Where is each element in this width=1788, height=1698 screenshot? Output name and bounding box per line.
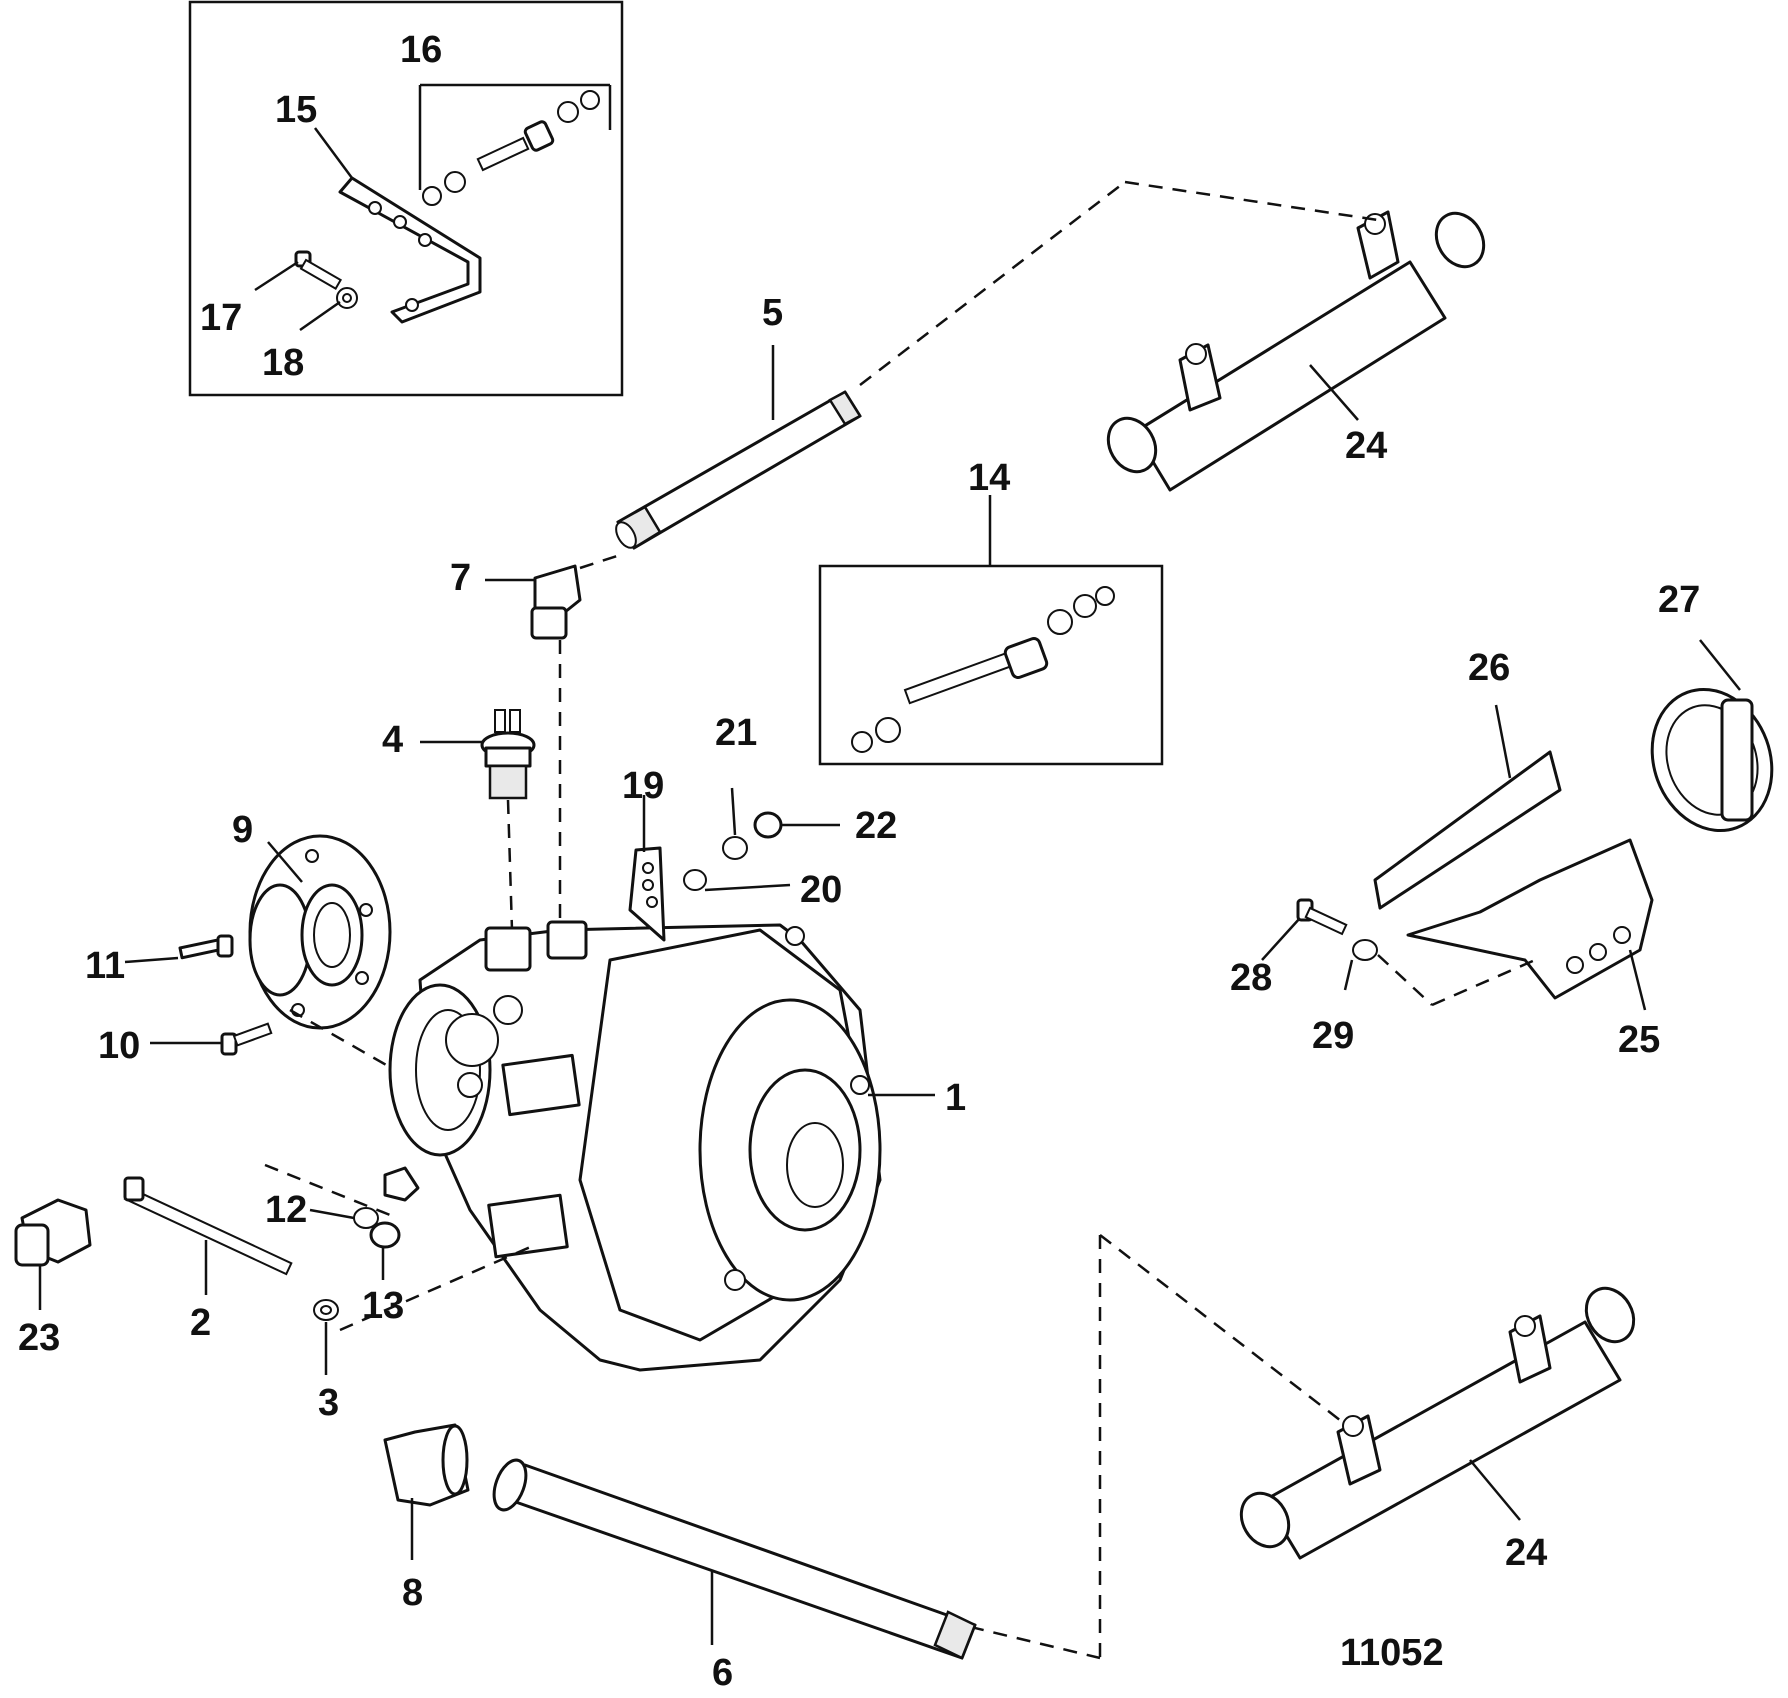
callout-10: 10: [98, 1025, 140, 1067]
callout-16: 16: [400, 29, 442, 71]
shaft-lower: [492, 1458, 977, 1660]
pressure-sender: [420, 640, 562, 931]
callout-7: 7: [450, 557, 471, 599]
inset-box-bracket: [188, 0, 624, 397]
heat-exchanger-upper: [859, 180, 1486, 492]
elbow-fitting: [485, 553, 621, 640]
callout-2: 2: [190, 1302, 211, 1344]
callout-6: 6: [712, 1652, 733, 1694]
mounting-bracket: [338, 176, 482, 324]
callout-29: 29: [1312, 1015, 1354, 1057]
small-hardware: [14, 1163, 536, 1375]
callout-22: 22: [855, 805, 897, 847]
bracket-assembly-right: [1261, 639, 1774, 1011]
callout-8: 8: [402, 1572, 423, 1614]
callout-23: 23: [18, 1317, 60, 1359]
callout-15: 15: [275, 89, 317, 131]
elbow-lower: [383, 1423, 470, 1560]
callout-12: 12: [265, 1189, 307, 1231]
callout-21: 21: [715, 712, 757, 754]
callout-9: 9: [232, 809, 253, 851]
callout-24-lower: 24: [1505, 1532, 1547, 1574]
shaft-upper: [615, 345, 862, 550]
figure-id: 11052: [1340, 1632, 1444, 1674]
callout-27: 27: [1658, 579, 1700, 621]
callout-26: 26: [1468, 647, 1510, 689]
callout-18: 18: [262, 342, 304, 384]
bolt-set: [124, 934, 396, 1072]
callout-19: 19: [622, 765, 664, 807]
callout-28: 28: [1230, 957, 1272, 999]
callout-20: 20: [800, 869, 842, 911]
callout-3: 3: [318, 1382, 339, 1424]
nut-washer-set: [683, 787, 840, 892]
callout-labels: 1 2 3 4 5 6 7 8 9 10 11 12 13 14 15 16 1…: [18, 29, 1700, 1694]
heat-exchanger-lower: [899, 1234, 1636, 1660]
coupler-flange: [248, 834, 392, 1030]
callout-5: 5: [762, 292, 783, 334]
inset-box-hardware-kit: [818, 495, 1164, 766]
callout-14: 14: [968, 457, 1010, 499]
callout-4: 4: [382, 719, 403, 761]
callout-17: 17: [200, 297, 242, 339]
callout-24-upper: 24: [1345, 425, 1387, 467]
callout-11: 11: [85, 945, 125, 987]
callout-13: 13: [362, 1285, 404, 1327]
callout-1: 1: [945, 1077, 966, 1119]
transmission-housing: [388, 795, 935, 1372]
callout-25: 25: [1618, 1019, 1660, 1061]
